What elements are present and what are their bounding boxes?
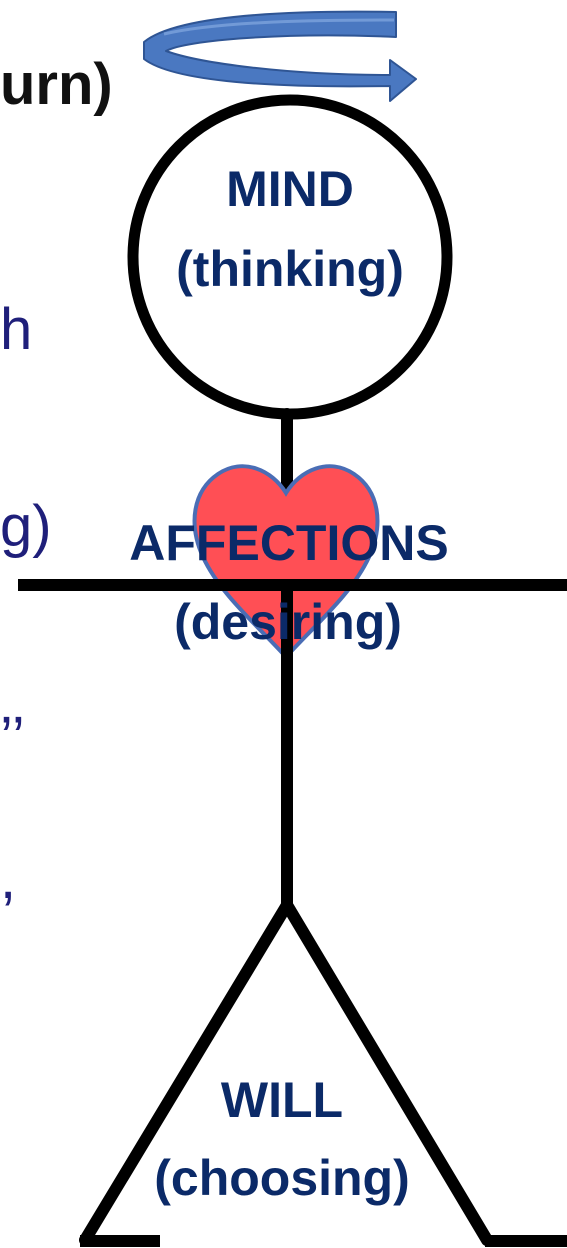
left-text-fragment-4: , — [0, 850, 16, 908]
mind-subtitle: (thinking) — [176, 244, 404, 294]
top-left-text-fragment: urn) — [0, 56, 113, 114]
will-label: WILL — [221, 1075, 343, 1125]
left-text-fragment-1: h — [0, 301, 32, 359]
mind-label: MIND — [226, 164, 354, 214]
affections-subtitle: (desiring) — [174, 597, 402, 647]
affections-label: AFFECTIONS — [129, 518, 448, 568]
left-text-fragment-3: ’’ — [0, 709, 25, 767]
will-subtitle: (choosing) — [154, 1153, 410, 1203]
rotation-arrow-icon — [144, 12, 416, 101]
left-text-fragment-2: g) — [0, 498, 52, 556]
